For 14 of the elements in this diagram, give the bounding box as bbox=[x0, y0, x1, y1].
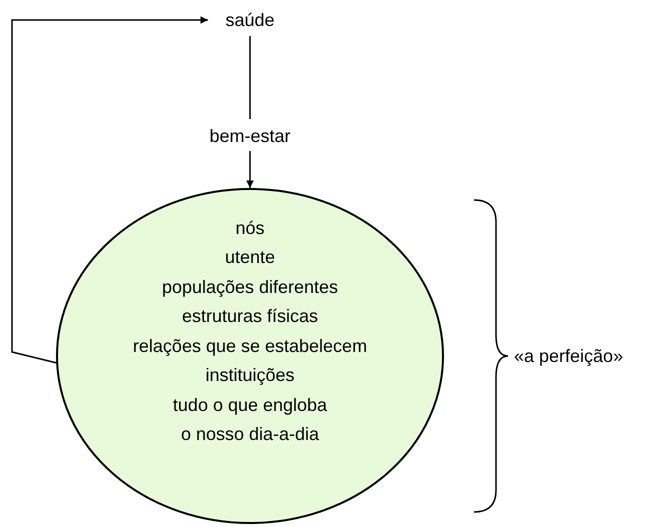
list-item: populações diferentes bbox=[160, 276, 340, 298]
list-item: instituições bbox=[204, 364, 296, 386]
node-label: bem-estar bbox=[200, 125, 300, 147]
list-item: tudo o que engloba bbox=[172, 394, 328, 416]
list-item: o nosso dia-a-dia bbox=[180, 423, 320, 446]
arrow bbox=[11, 16, 208, 364]
node-label: saúde bbox=[215, 9, 285, 31]
list-item: relações que se estabelecem bbox=[132, 334, 368, 357]
list-item: utente bbox=[224, 246, 276, 268]
list-item: nós bbox=[234, 216, 266, 239]
list-item: estruturas físicas bbox=[180, 305, 320, 328]
arrow bbox=[246, 151, 254, 188]
connector-line bbox=[249, 36, 251, 119]
annotation-label: «a perfeição» bbox=[514, 345, 624, 367]
